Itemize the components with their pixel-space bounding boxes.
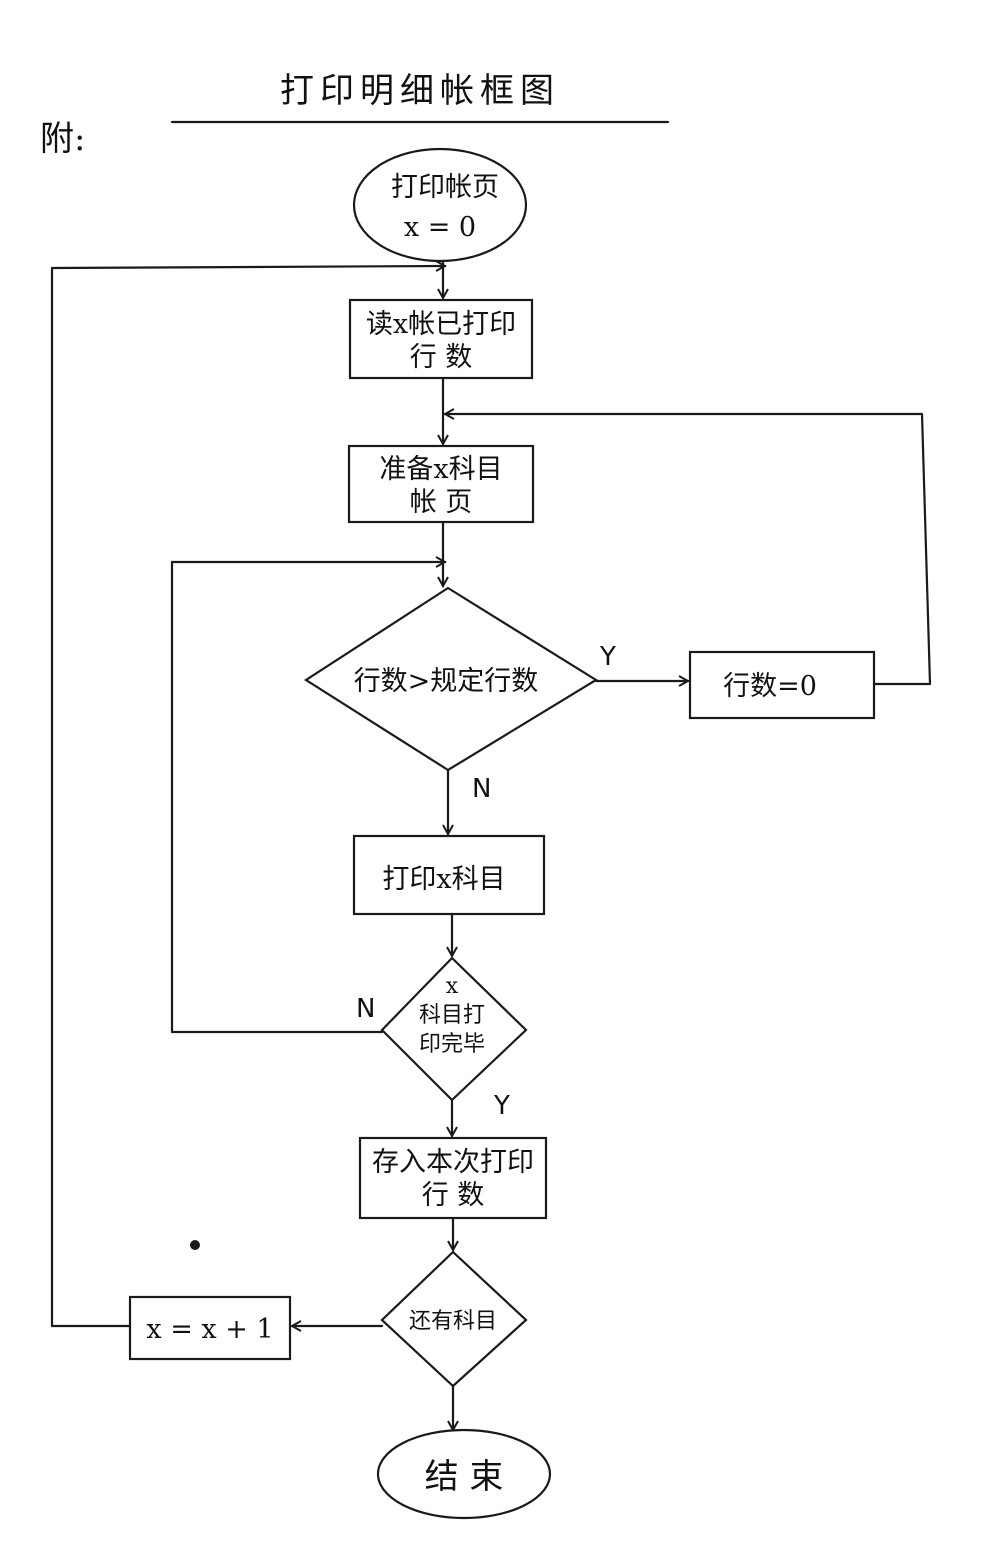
process-reset-lines bbox=[688, 650, 876, 720]
prefix-label: 附: bbox=[40, 119, 85, 159]
start-terminal bbox=[352, 147, 528, 263]
item-done-label-2: 科目打 bbox=[419, 1003, 485, 1028]
save-lines-label-1: 存入本次打印 bbox=[372, 1147, 534, 1178]
end-label: 结 束 bbox=[425, 1457, 504, 1497]
start-label-1: 打印帐页 bbox=[391, 172, 499, 203]
start-label-2: x = 0 bbox=[404, 212, 476, 243]
loop-increment-to-read bbox=[50, 266, 445, 1328]
done-yes-label: Y bbox=[493, 1091, 510, 1121]
process-save-lines bbox=[358, 1136, 548, 1220]
ink-dot bbox=[190, 1240, 200, 1250]
read-lines-label-1: 读x帐已打印 bbox=[366, 309, 516, 340]
process-print-item bbox=[352, 834, 546, 916]
check-no-label: N bbox=[472, 774, 491, 804]
loop-done-no-to-check bbox=[170, 562, 445, 1034]
end-terminal bbox=[376, 1428, 552, 1520]
increment-label: x = x + 1 bbox=[146, 1314, 273, 1345]
print-item-label: 打印x科目 bbox=[382, 864, 505, 895]
diagram-title: 打印明细帐框图 bbox=[280, 71, 560, 111]
process-read-lines bbox=[348, 298, 534, 380]
item-done-label-1: x bbox=[446, 974, 459, 999]
prepare-page-label-2: 帐 页 bbox=[410, 487, 473, 518]
prepare-page-label-1: 准备x科目 bbox=[379, 454, 502, 485]
process-increment bbox=[128, 1295, 292, 1361]
more-items-label: 还有科目 bbox=[409, 1309, 497, 1334]
read-lines-label-2: 行 数 bbox=[410, 342, 473, 373]
check-lines-label: 行数>规定行数 bbox=[354, 666, 539, 697]
save-lines-label-2: 行 数 bbox=[422, 1180, 485, 1211]
done-no-label: N bbox=[356, 994, 375, 1024]
item-done-label-3: 印完毕 bbox=[419, 1032, 485, 1057]
check-yes-label: Y bbox=[599, 642, 616, 672]
reset-lines-label: 行数=0 bbox=[723, 671, 817, 702]
process-prepare-page bbox=[347, 444, 535, 524]
loop-reset-to-prepare bbox=[445, 414, 932, 686]
